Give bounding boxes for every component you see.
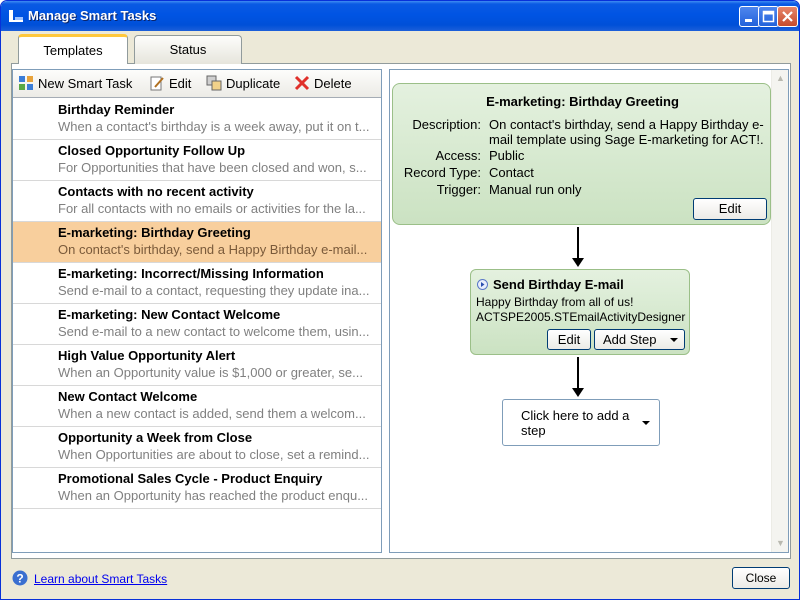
list-item[interactable]: Birthday Reminder When a contact's birth… [13,99,381,140]
title-bar[interactable]: Manage Smart Tasks [1,1,799,31]
task-name: Closed Opportunity Follow Up [58,143,246,158]
list-item[interactable]: Contacts with no recent activity For all… [13,181,381,222]
access-value: Public [489,148,525,163]
trigger-value: Manual run only [489,182,582,197]
learn-about-smart-tasks-link[interactable]: Learn about Smart Tasks [34,572,168,586]
duplicate-task-button[interactable]: Duplicate [206,74,280,94]
tab-status[interactable]: Status [134,35,242,64]
minimize-button[interactable] [739,6,760,27]
task-description: When Opportunities are about to close, s… [58,447,370,462]
list-item[interactable]: High Value Opportunity Alert When an Opp… [13,345,381,386]
arrow-down-icon [572,258,584,267]
list-item[interactable]: Opportunity a Week from Close When Oppor… [13,427,381,468]
scroll-down-icon[interactable]: ▼ [776,538,785,548]
connector-line [577,357,579,389]
list-item-selected[interactable]: E-marketing: Birthday Greeting On contac… [13,222,381,263]
add-step-card[interactable]: Click here to add a step [502,399,660,446]
maximize-icon [762,10,775,23]
edit-step-button[interactable]: Edit [547,329,591,350]
edit-icon [150,76,164,91]
task-description: For Opportunities that have been closed … [58,160,367,175]
description-value-line1: On contact's birthday, send a Happy Birt… [489,117,764,132]
task-description: When a contact's birthday is a week away… [58,119,370,134]
scroll-up-icon[interactable]: ▲ [776,73,785,83]
task-name: New Contact Welcome [58,389,198,404]
task-description: When an Opportunity value is $1,000 or g… [58,365,363,380]
list-item[interactable]: E-marketing: New Contact Welcome Send e-… [13,304,381,345]
trigger-label: Trigger: [436,182,481,197]
step-title: Send Birthday E-mail [493,277,624,292]
smart-task-list-panel: New Smart Task Edit Duplicate Delete Bir… [12,69,382,553]
list-toolbar: New Smart Task Edit Duplicate Delete [13,70,381,98]
record-type-value: Contact [489,165,534,180]
list-item[interactable]: Closed Opportunity Follow Up For Opportu… [13,140,381,181]
task-description: Send e-mail to a contact, requesting the… [58,283,370,298]
help-icon[interactable]: ? [12,570,28,586]
task-name: E-marketing: Birthday Greeting [58,225,251,240]
connector-line [577,227,579,259]
access-label: Access: [435,148,481,163]
record-type-label: Record Type: [403,165,481,180]
arrow-down-icon [572,388,584,397]
svg-text:?: ? [16,572,23,586]
new-smart-task-button[interactable]: New Smart Task [18,74,132,94]
trigger-card-title: E-marketing: Birthday Greeting [486,94,679,109]
add-step-label: Add Step [603,332,657,347]
close-icon [782,11,793,22]
delete-task-button[interactable]: Delete [294,74,352,94]
edit-trigger-button[interactable]: Edit [693,198,767,220]
trigger-card: E-marketing: Birthday Greeting Descripti… [392,83,771,225]
task-description: When an Opportunity has reached the prod… [58,488,369,503]
task-description: Send e-mail to a new contact to welcome … [58,324,370,339]
delete-task-label: Delete [314,76,352,91]
task-list: Birthday Reminder When a contact's birth… [13,99,381,509]
add-step-dropdown[interactable]: Add Step [594,329,685,350]
task-name: Contacts with no recent activity [58,184,254,199]
new-smart-task-label: New Smart Task [38,76,133,91]
window-title: Manage Smart Tasks [28,8,157,23]
delete-icon [294,75,310,91]
add-step-text: Click here to add a step [521,408,630,438]
new-task-icon [19,76,33,90]
list-item[interactable]: Promotional Sales Cycle - Product Enquir… [13,468,381,509]
task-description: When a new contact is added, send them a… [58,406,366,421]
task-name: Promotional Sales Cycle - Product Enquir… [58,471,323,486]
tab-templates[interactable]: Templates [18,34,128,64]
task-name: High Value Opportunity Alert [58,348,236,363]
edit-task-button[interactable]: Edit [149,74,203,94]
description-value-line2: mail template using Sage E-marketing for… [489,132,764,147]
task-description: For all contacts with no emails or activ… [58,201,366,216]
list-item[interactable]: E-marketing: Incorrect/Missing Informati… [13,263,381,304]
list-item[interactable]: New Contact Welcome When a new contact i… [13,386,381,427]
close-window-button[interactable] [777,6,798,27]
duplicate-task-label: Duplicate [226,76,281,91]
task-name: E-marketing: New Contact Welcome [58,307,281,322]
vertical-scrollbar[interactable]: ▲ ▼ [771,70,788,552]
step-activity: ACTSPE2005.STEmailActivityDesigner [476,310,686,324]
step-icon [477,279,488,290]
close-button[interactable]: Close [732,567,790,589]
task-description: On contact's birthday, send a Happy Birt… [58,242,368,257]
task-name: Opportunity a Week from Close [58,430,253,445]
task-name: E-marketing: Incorrect/Missing Informati… [58,266,324,281]
chevron-down-icon [642,421,650,425]
task-name: Birthday Reminder [58,102,175,117]
description-label: Description: [412,117,481,132]
chevron-down-icon [670,338,678,342]
step-subject: Happy Birthday from all of us! [476,295,634,309]
minimize-icon [745,19,752,22]
edit-task-label: Edit [169,76,192,91]
app-icon [9,10,23,22]
duplicate-icon [206,75,222,91]
step-card[interactable]: Send Birthday E-mail Happy Birthday from… [470,269,690,355]
workflow-designer-panel: E-marketing: Birthday Greeting Descripti… [389,69,789,553]
maximize-button[interactable] [758,6,779,27]
